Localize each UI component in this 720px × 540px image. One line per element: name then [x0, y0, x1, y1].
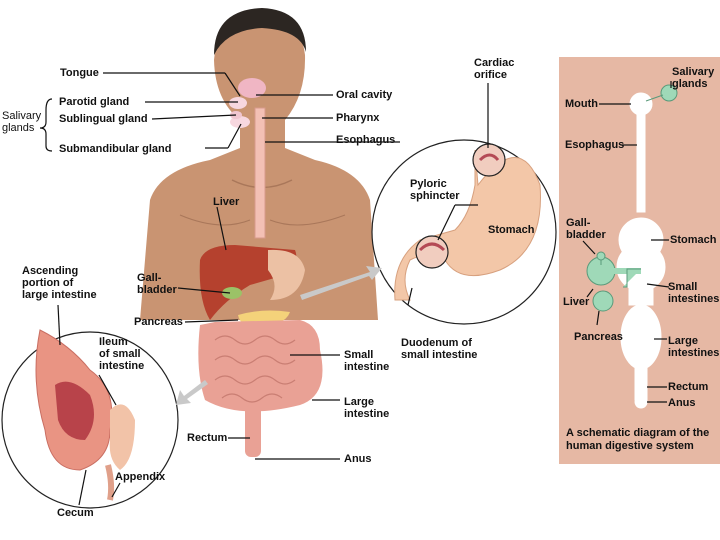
- schematic-label-small-intestines: Small intestines: [668, 281, 720, 305]
- arrow-to-stomach-inset: [300, 266, 382, 300]
- label-oral-cavity: Oral cavity: [336, 89, 393, 101]
- esophagus-tube: [254, 107, 266, 239]
- label-anus: Anus: [344, 453, 372, 465]
- label-cardiac-orifice: Cardiac orifice: [474, 57, 515, 81]
- schematic-label-large-intestines: Large intestines: [668, 335, 720, 359]
- schematic-label-stomach: Stomach: [670, 234, 717, 246]
- label-large-intestine: Large intestine: [344, 396, 390, 420]
- arrow-to-intestine-inset: [176, 380, 208, 405]
- label-parotid-gland: Parotid gland: [59, 96, 130, 108]
- schematic-label-pancreas: Pancreas: [574, 331, 623, 343]
- label-ileum: Ileum of small intestine: [99, 336, 145, 372]
- schematic-label-liver: Liver: [563, 296, 590, 308]
- label-salivary-glands: Salivary glands: [2, 110, 42, 134]
- label-small-intestine: Small intestine: [344, 349, 390, 373]
- label-duodenum: Duodenum of small intestine: [401, 337, 478, 361]
- label-gallbladder: Gall- bladder: [137, 272, 177, 296]
- intestines-shape: [198, 320, 323, 457]
- schematic-label-mouth: Mouth: [565, 98, 598, 110]
- leader-lines: [39, 72, 489, 506]
- stomach-small-shape: [268, 249, 305, 300]
- oral-region: [229, 78, 266, 128]
- schematic-label-salivary-glands: Salivary glands: [672, 66, 715, 90]
- label-pharynx: Pharynx: [336, 112, 380, 124]
- label-sublingual-gland: Sublingual gland: [59, 113, 148, 125]
- schematic-glands: [586, 84, 678, 312]
- label-appendix: Appendix: [115, 471, 166, 483]
- schematic-caption: A schematic diagram of the human digesti…: [566, 427, 710, 452]
- label-pancreas: Pancreas: [134, 316, 183, 328]
- label-cecum: Cecum: [57, 507, 94, 519]
- label-stomach: Stomach: [488, 224, 535, 236]
- schematic-label-rectum: Rectum: [668, 381, 709, 393]
- label-ascending-portion: Ascending portion of large intestine: [22, 265, 97, 301]
- label-pyloric-sphincter: Pyloric sphincter: [410, 178, 460, 202]
- label-submandibular-gland: Submandibular gland: [59, 143, 172, 155]
- schematic-diagram: [582, 81, 678, 409]
- stomach-inset: [371, 139, 557, 325]
- schematic-label-gallbladder: Gall- bladder: [566, 217, 606, 241]
- label-rectum: Rectum: [187, 432, 228, 444]
- gallbladder-shape: [222, 287, 242, 299]
- label-esophagus: Esophagus: [336, 134, 396, 146]
- label-liver: Liver: [213, 196, 240, 208]
- label-tongue: Tongue: [60, 67, 99, 79]
- schematic-label-esophagus: Esophagus: [565, 139, 625, 151]
- intestine-inset: [1, 329, 179, 509]
- schematic-label-anus: Anus: [668, 397, 696, 409]
